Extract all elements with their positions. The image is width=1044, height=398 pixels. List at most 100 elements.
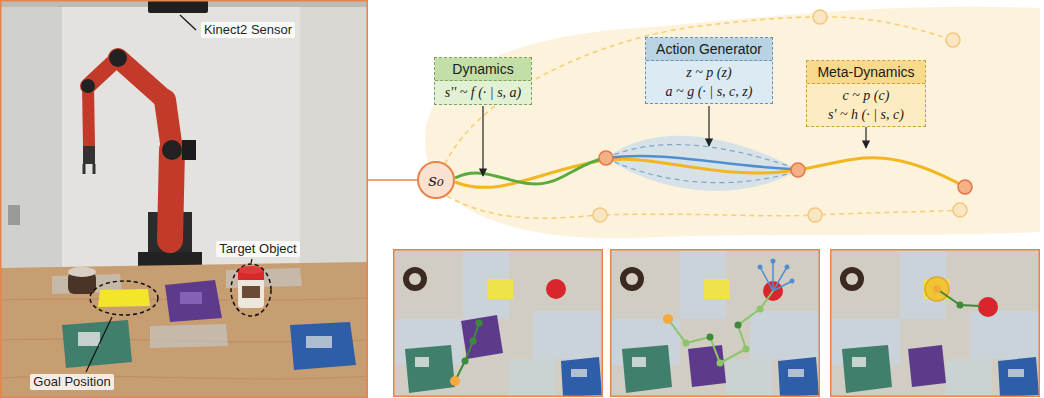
panel-push [394,250,603,397]
robot-photo [8,205,20,225]
robot-photo [165,280,222,322]
panel-result [831,250,1040,397]
formula: a ~ g (· | s, c, z) [646,82,772,103]
sensor-callout: Kinect2 Sensor [201,22,295,38]
robot-photo [290,322,356,370]
trajectory-diagram [606,158,798,183]
start-state: s₀ [417,161,455,199]
panel-result [830,249,1040,397]
panel-plan [771,259,776,264]
robot-photo [84,164,94,174]
robot-photo [62,320,132,368]
robot-photo [83,146,95,164]
robot-photo [300,0,368,270]
panel-result [957,302,964,309]
trajectory-diagram [593,208,607,222]
panel-plan [757,306,764,313]
robot-photo [118,58,165,100]
robot-photo [170,150,172,240]
meta-dynamics-box: Meta-Dynamicsc ~ p (c)s' ~ h (· | s, c) [806,60,925,127]
formula: s'' ~ f (· | s, a) [435,81,532,104]
formula: z ~ p (z) [646,61,772,82]
target-callout: Target Object [216,241,299,257]
robot-photo [0,0,368,398]
panel-plan [743,346,750,353]
panel-plan [758,265,763,270]
panel-result [978,297,998,317]
robot-photo [90,281,158,315]
robot-photo [251,259,252,263]
zoom-link [368,179,417,181]
robot-photo [78,332,100,346]
panel-plan [668,291,773,363]
action-generator-box: Action Generatorz ~ p (z)a ~ g (· | s, c… [645,37,773,104]
panel-plan [760,261,792,291]
trajectory-diagram [708,106,709,146]
panel-push [462,358,469,365]
robot-photo [148,0,208,13]
state-label: s₀ [428,170,444,190]
robot-photo [88,86,89,146]
robot-photo [0,0,368,398]
panel-plan [707,334,714,341]
robot-photo [180,292,202,304]
robot-photo [180,15,196,30]
robot-photo [0,262,368,398]
trajectory-diagram [953,203,967,217]
panel-result [925,277,949,301]
box-heading: Meta-Dynamics [807,61,924,84]
trajectory-diagram [482,106,483,176]
trajectory-diagram [808,208,822,222]
trajectory-diagram [946,33,960,47]
robot-photo [98,289,150,307]
trajectory-diagram [958,180,972,194]
panel-plan [717,360,724,367]
panel-plan [735,322,742,329]
robot-photo [231,264,271,316]
robot-photo [86,317,112,372]
trajectory-diagram [425,7,1040,239]
trajectory-diagram [455,158,606,184]
panel-result [830,249,1040,397]
panel-push [546,279,566,299]
panel-plan [785,265,790,270]
panel-result [933,285,941,293]
formula: c ~ p (c) [807,84,924,105]
panel-push [393,249,603,397]
panel-plan [611,250,820,397]
panel-plan [663,314,673,324]
panel-plan [610,249,820,397]
robot-photo [109,49,127,67]
robot-photo [0,0,62,270]
formula: s' ~ h (· | s, c) [807,105,924,126]
panel-push [393,249,603,397]
robot-photo [162,140,182,160]
trajectory-diagram [447,196,960,218]
panel-plan [610,249,820,397]
goal-callout: Goal Position [30,374,113,390]
trajectory-diagram [606,136,798,191]
panel-result [908,345,946,387]
panel-push [470,338,477,345]
trajectory-diagram [606,156,798,169]
trajectory-diagram [606,145,798,169]
box-heading: Action Generator [646,38,772,61]
robot-photo [81,79,95,93]
photo-frame [1,1,368,398]
dynamics-box: Dynamicss'' ~ f (· | s, a) [434,57,533,105]
robot-photo [150,324,228,348]
box-heading: Dynamics [435,58,532,81]
panel-push [455,323,479,381]
robot-photo [68,267,96,277]
panel-push [450,376,460,386]
panel-plan [790,279,795,284]
panel-push [461,315,503,359]
robot-photo [242,286,260,298]
robot-photo [182,140,196,160]
trajectory-diagram [599,151,613,165]
panel-plan [683,340,690,347]
panel-plan [688,345,726,387]
robot-photo [306,336,332,348]
panel-push [476,320,483,327]
